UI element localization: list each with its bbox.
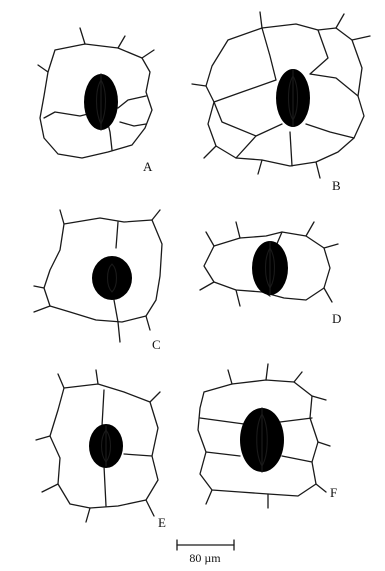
panel-label-a: A: [143, 159, 153, 174]
panel-label-b: B: [332, 178, 341, 193]
panel-d: D: [200, 222, 341, 326]
panel-f: F: [198, 364, 337, 508]
panel-b: B: [192, 12, 370, 193]
panel-a: A: [38, 28, 154, 174]
panel-label-c: C: [152, 337, 161, 352]
scale-bar-label: 80 µm: [189, 551, 221, 565]
guard-cell-pair-c: [92, 256, 132, 300]
panel-label-d: D: [332, 311, 341, 326]
panel-label-f: F: [330, 485, 337, 500]
scale-bar: 80 µm: [177, 540, 234, 565]
panel-c: C: [34, 210, 162, 352]
panel-label-e: E: [158, 515, 166, 530]
panel-e: E: [36, 370, 166, 530]
